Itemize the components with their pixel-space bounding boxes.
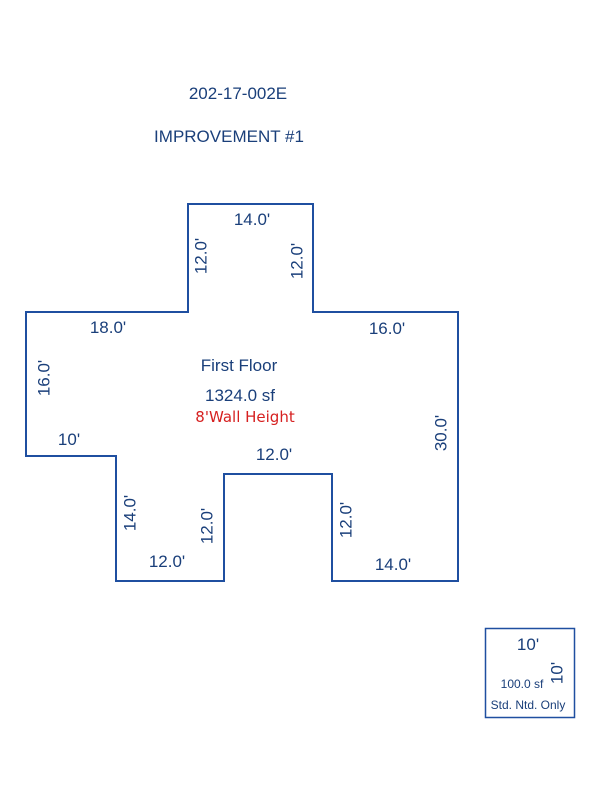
parcel-id: 202-17-002E [188, 84, 288, 103]
improvement-title: IMPROVEMENT #1 [154, 127, 304, 146]
dim-notch-left-side: 12.0' [197, 507, 217, 545]
dim-bottom-right: 14.0' [374, 555, 412, 574]
legend-box [484, 627, 576, 719]
dim-bottom-left: 12.0' [148, 552, 186, 571]
dim-left-side: 16.0' [34, 359, 54, 397]
dim-right-side: 30.0' [431, 414, 451, 452]
dim-top-width: 14.0' [233, 210, 271, 229]
legend-width: 10' [516, 635, 540, 654]
floor-area: 1324.0 sf [205, 386, 275, 405]
dim-top-left-side: 12.0' [191, 237, 211, 275]
dim-right-wing-top: 16.0' [368, 319, 406, 338]
dim-notch-right-side: 12.0' [336, 501, 356, 539]
legend-note: Std. Ntd. Only [490, 698, 566, 712]
legend-height: 10' [547, 661, 567, 685]
first-floor-outline [25, 203, 459, 582]
dim-notch-top: 12.0' [255, 445, 293, 464]
dim-top-right-side: 12.0' [287, 242, 307, 280]
dim-left-step: 10' [57, 430, 81, 449]
legend-area: 100.0 sf [500, 677, 544, 691]
dim-left-lower-side: 14.0' [120, 494, 140, 532]
wall-height-note: 8'Wall Height [195, 408, 295, 426]
dim-left-wing-top: 18.0' [89, 318, 127, 337]
floor-name: First Floor [200, 356, 278, 375]
